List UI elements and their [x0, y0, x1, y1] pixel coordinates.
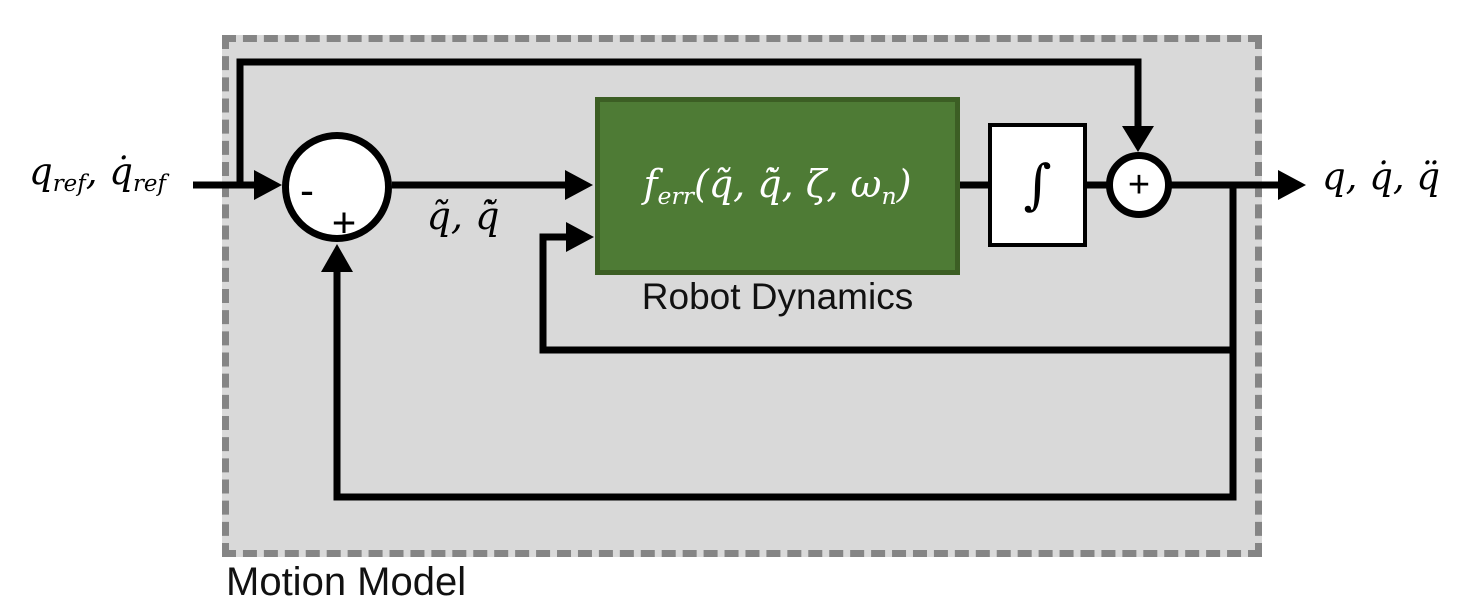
error-qtilde: q̃ [426, 194, 451, 238]
minus-sign: - [300, 166, 314, 214]
robot-dynamics-label: Robot Dynamics [641, 276, 914, 317]
input-q: q [29, 150, 53, 193]
input-signal-label: qref, q̇ref [5, 150, 190, 198]
equation-omega-subscript: n [881, 182, 897, 211]
input-qdot: q̇ [109, 150, 133, 193]
error-dynamics-equation: ferr(q̃, q̃̇, ζ, ωn) [643, 162, 911, 210]
equation-function-subscript: err [657, 182, 694, 211]
robot-dynamics-block: ferr(q̃, q̃̇, ζ, ωn) [595, 97, 960, 275]
summing-junction-right: + [1106, 152, 1172, 218]
output-signal-label: q, q̇, q̈ [1322, 155, 1441, 198]
error-qtilde-dot: q̃̇ [475, 194, 500, 238]
input-separator: , [85, 150, 110, 193]
summing-junction-left: - + [282, 132, 392, 246]
plus-sign: + [1127, 164, 1151, 206]
equation-function-name: f [643, 161, 658, 206]
error-separator: , [450, 194, 476, 238]
input-qdot-subscript: ref [132, 170, 166, 197]
plus-sign: + [331, 198, 357, 246]
error-signal-label: q̃, q̃̇ [408, 194, 518, 240]
input-q-subscript: ref [52, 170, 86, 197]
equation-close-paren: ) [896, 161, 912, 206]
integral-icon: ∫ [1023, 153, 1052, 216]
equation-arguments: (q̃, q̃̇, ζ, ω [693, 161, 882, 206]
output-arrowhead-icon [1278, 170, 1306, 200]
motion-model-label: Motion Model [226, 560, 467, 604]
integrator-block: ∫ [988, 123, 1087, 247]
